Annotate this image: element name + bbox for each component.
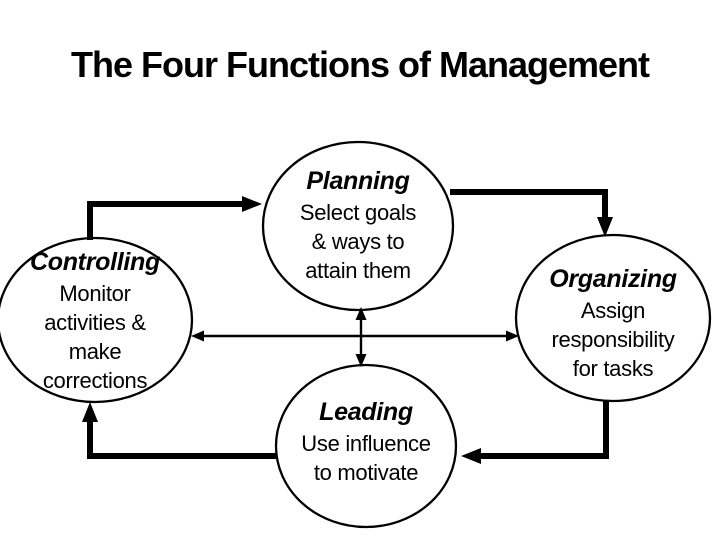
leading-node-text: Leading Use influence to motivate [271,395,461,487]
controlling-description-line: Monitor [59,281,131,306]
arrowhead-right-icon [242,196,262,212]
controlling-description-line: corrections [42,368,148,393]
organizing-description-line: Assign [580,298,646,323]
arrow-planning-to-organizing [450,189,613,237]
arrow-controlling-to-planning [87,196,262,240]
planning-ellipse [261,140,455,312]
organizing-description-line: for tasks [572,356,654,381]
planning-description-line: Select goals [299,200,417,225]
arrowhead-right-icon [506,330,519,342]
organizing-label: Organizing [549,265,677,293]
controlling-ellipse [0,236,194,404]
two-way-arrow-planning-leading [355,307,367,367]
controlling-label: Controlling [29,248,160,276]
page-title: The Four Functions of Management [71,44,650,85]
organizing-ellipse [514,233,712,403]
arrowhead-up-icon [82,402,98,422]
arrow-organizing-to-leading [461,401,609,464]
leading-label: Leading [319,398,413,426]
arrowhead-left-icon [461,448,481,464]
organizing-node-text: Organizing Assign responsibility for tas… [513,262,713,383]
planning-description-line: & ways to [311,229,405,254]
arrowhead-down-icon [355,354,367,367]
controlling-node-text: Controlling Monitor activities & make co… [0,245,190,395]
controlling-description-line: make [68,339,122,364]
two-way-arrow-controlling-organizing [191,330,519,342]
arrow-leading-to-controlling [82,402,277,459]
leading-description-line: Use influence [301,431,431,456]
arrowhead-up-icon [355,307,367,320]
planning-label: Planning [306,167,410,195]
leading-description-line: to motivate [313,460,419,485]
arrowhead-left-icon [191,330,204,342]
organizing-description-line: responsibility [551,327,675,352]
leading-ellipse [274,363,458,529]
controlling-description-line: activities & [44,310,146,335]
planning-node-text: Planning Select goals & ways to attain t… [263,164,453,285]
planning-description-line: attain them [305,258,411,283]
arrowhead-down-icon [597,217,613,237]
